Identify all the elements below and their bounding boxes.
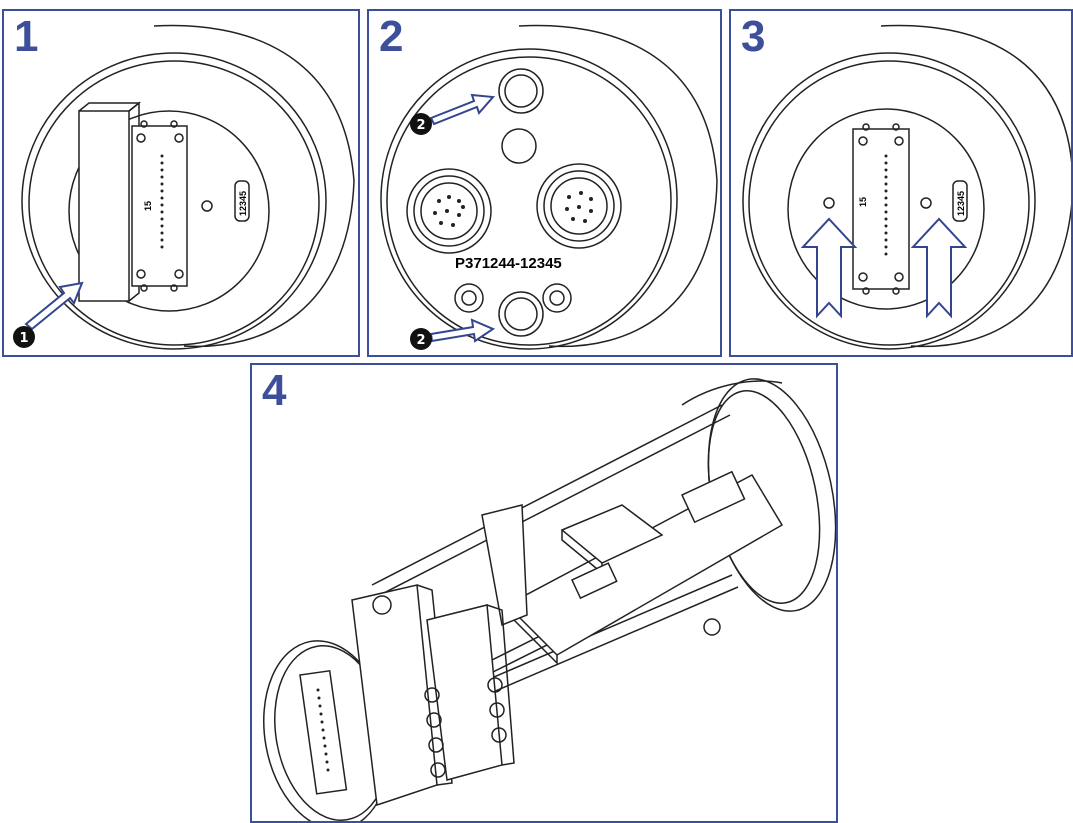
- header-connector: [571, 562, 618, 600]
- panel-2: P371244-12345 2 2 2: [367, 9, 722, 357]
- panel-1: 15 12345 1 1: [2, 9, 360, 357]
- mount-hole-left: [823, 197, 835, 209]
- panel-1-drawing: 15 12345 1: [13, 24, 355, 350]
- connector-right: [536, 163, 622, 249]
- callout-badge-icon: 2: [410, 113, 432, 135]
- model-code: P371244-12345: [455, 255, 562, 272]
- cylinder-face-outer: [742, 52, 1036, 350]
- gland-right: [542, 283, 572, 313]
- terminal-pins: [160, 154, 164, 249]
- serial-tag-box: [952, 180, 968, 222]
- panel-2-drawing: P371244-12345 2 2: [380, 24, 718, 350]
- rod: [371, 404, 723, 586]
- cylinder-body: [880, 24, 1071, 348]
- terminal-marking: 15: [858, 197, 868, 207]
- arrow-icon: [910, 217, 968, 319]
- bracket: [481, 504, 528, 627]
- cylinder-face-inner: [787, 108, 985, 310]
- connector-pins: [433, 191, 593, 227]
- terminal-strip: [299, 669, 348, 795]
- svg-text:2: 2: [416, 118, 425, 133]
- arrow-icon: [429, 93, 496, 126]
- panel-number: 1: [14, 12, 39, 61]
- bottom-plug: [498, 291, 544, 337]
- svg-text:2: 2: [416, 333, 425, 348]
- panel-4-drawing: [263, 378, 836, 821]
- svg-text:1: 1: [19, 331, 28, 346]
- terminal-pins: [316, 688, 330, 772]
- serial-tag-box: [234, 180, 250, 222]
- circuit-board: [505, 474, 784, 656]
- top-plug: [498, 68, 544, 114]
- arrow-icon: [24, 281, 84, 331]
- nut: [372, 595, 392, 615]
- chip: [560, 504, 664, 564]
- mount-hole-right: [920, 197, 932, 209]
- cylinder-face-inner: [68, 110, 270, 312]
- callout-badge-icon: 1: [13, 326, 35, 348]
- nut: [703, 618, 721, 636]
- gland-left: [454, 283, 484, 313]
- panel-number: 2: [379, 12, 404, 61]
- terminal-pins: [884, 154, 888, 256]
- panel-3-drawing: 15 12345: [742, 24, 1071, 350]
- cylinder-body: [153, 24, 355, 348]
- panel-4: 4: [250, 363, 838, 823]
- header-connector: [681, 470, 746, 524]
- serial-tag: 12345: [956, 191, 966, 216]
- cylinder-body: [518, 24, 718, 348]
- arrow-icon: [429, 318, 496, 343]
- connector-left: [406, 168, 492, 254]
- panel-3: 15 12345 3: [729, 9, 1073, 357]
- terminal-strip: [131, 125, 188, 287]
- mount-hole: [201, 200, 213, 212]
- cylinder-face-outer: [380, 48, 678, 350]
- cover-plate: [78, 110, 130, 302]
- center-hole: [501, 128, 537, 164]
- terminal-marking: 15: [143, 201, 153, 211]
- panel-number: 3: [741, 12, 766, 61]
- serial-tag: 12345: [238, 191, 248, 216]
- cylinder-face-outer: [21, 52, 327, 350]
- panel-number: 4: [262, 366, 287, 415]
- arrow-icon: [800, 217, 858, 319]
- terminal-strip: [852, 128, 910, 290]
- callout-badge-icon: 2: [410, 328, 432, 350]
